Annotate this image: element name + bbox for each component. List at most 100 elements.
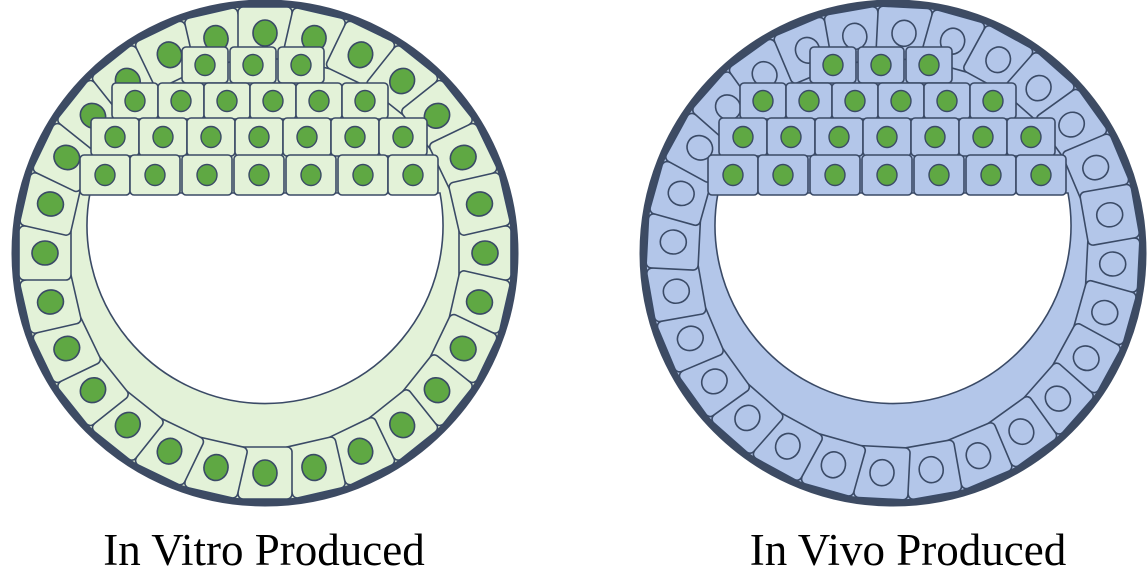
nucleus: [1030, 163, 1052, 187]
nucleus: [31, 240, 59, 266]
inner-cell-mass-cell: [923, 82, 971, 120]
nucleus: [928, 163, 950, 187]
nucleus-hollow: [734, 404, 761, 432]
inner-cell-mass-cell: [857, 46, 905, 84]
inner-cell-mass-cell: [718, 117, 768, 157]
inner-cell-mass-cell: [905, 46, 953, 84]
nucleus: [824, 163, 846, 187]
nucleus: [732, 125, 754, 149]
nucleus: [876, 163, 898, 187]
inner-cell-mass-cell: [1015, 154, 1067, 196]
nucleus: [722, 163, 744, 187]
nucleus: [449, 335, 477, 362]
nucleus: [203, 453, 229, 482]
inner-cell-mass-cell: [111, 82, 159, 120]
inner-cell-mass-cell: [809, 46, 857, 84]
nucleus-hollow: [662, 278, 691, 305]
trophectoderm-cell: [18, 225, 72, 281]
nucleus-hollow: [686, 134, 714, 161]
inner-cell-mass-cell: [861, 154, 913, 196]
inner-cell-mass-cell: [337, 154, 389, 196]
nucleus: [870, 53, 892, 77]
nucleus-hollow: [1025, 74, 1052, 102]
nucleus: [194, 53, 216, 77]
inner-cell-mass-cell: [234, 117, 284, 157]
inner-cell-mass-cell: [831, 82, 879, 120]
nucleus: [196, 163, 218, 187]
nucleus: [94, 163, 116, 187]
inner-cell-mass-cell: [341, 82, 389, 120]
trophectoderm-cell: [448, 172, 511, 236]
nucleus: [156, 437, 183, 465]
nucleus: [423, 377, 451, 404]
inner-cell-mass-cell: [90, 117, 140, 157]
inner-cell-mass-cell: [138, 117, 188, 157]
nucleus-hollow: [891, 19, 917, 48]
inner-cell-mass-cell: [965, 154, 1017, 196]
inner-cell-mass-cell: [129, 154, 181, 196]
trophectoderm-cell: [32, 313, 102, 384]
inner-cell-mass-cell: [181, 46, 229, 84]
nucleus: [308, 89, 330, 113]
trophectoderm-cell: [900, 439, 963, 501]
nucleus: [772, 163, 794, 187]
nucleus: [124, 89, 146, 113]
nucleus: [296, 125, 318, 149]
nucleus: [300, 163, 322, 187]
nucleus: [354, 89, 376, 113]
trophectoderm-cell: [237, 6, 293, 60]
inner-cell-mass-cell: [285, 154, 337, 196]
nucleus-hollow: [1072, 345, 1100, 372]
nucleus: [152, 125, 174, 149]
nucleus-hollow: [820, 451, 847, 479]
trophectoderm-cell: [1079, 183, 1141, 246]
inner-cell-mass-cell: [282, 117, 332, 157]
nucleus: [104, 125, 126, 149]
nucleus: [144, 163, 166, 187]
nucleus: [822, 53, 844, 77]
inner-cell-mass-cell: [958, 117, 1008, 157]
nucleus-hollow: [659, 229, 688, 255]
nucleus: [156, 41, 183, 69]
nucleus: [347, 437, 374, 465]
inner-cell-mass-cell: [157, 82, 205, 120]
nucleus: [798, 89, 820, 113]
nucleus: [471, 240, 499, 266]
nucleus-hollow: [774, 432, 801, 460]
in-vitro-blastocyst: [11, 0, 519, 507]
inner-cell-mass-cell: [186, 117, 236, 157]
nucleus: [301, 453, 327, 482]
inner-cell-mass-cell: [249, 82, 297, 120]
nucleus: [402, 163, 424, 187]
nucleus-hollow: [918, 455, 945, 484]
inner-cell-mass-cell: [229, 46, 277, 84]
nucleus: [982, 89, 1004, 113]
nucleus: [1020, 125, 1042, 149]
nucleus: [36, 289, 65, 315]
nucleus-hollow: [869, 458, 895, 487]
nucleus: [780, 125, 802, 149]
nucleus: [465, 289, 494, 315]
trophectoderm-cell: [656, 304, 724, 373]
nucleus: [389, 67, 416, 95]
inner-cell-mass-cell: [181, 154, 233, 196]
trophectoderm-cell: [19, 270, 82, 334]
nucleus: [352, 163, 374, 187]
nucleus-hollow: [1044, 385, 1072, 412]
nucleus-hollow: [1091, 299, 1119, 326]
trophectoderm-cell: [428, 122, 498, 193]
nucleus: [53, 144, 81, 171]
trophectoderm-cell: [19, 172, 82, 236]
nucleus: [170, 89, 192, 113]
nucleus: [890, 89, 912, 113]
nucleus: [936, 89, 958, 113]
blastocoel-cavity: [714, 192, 1072, 405]
inner-cell-mass-cell: [877, 82, 925, 120]
nucleus-hollow: [985, 46, 1012, 74]
nucleus: [53, 335, 81, 362]
nucleus-hollow: [1098, 251, 1127, 277]
inner-cell-mass-cell: [969, 82, 1017, 120]
nucleus: [242, 53, 264, 77]
inner-cell-mass-cell: [378, 117, 428, 157]
nucleus: [449, 144, 477, 171]
